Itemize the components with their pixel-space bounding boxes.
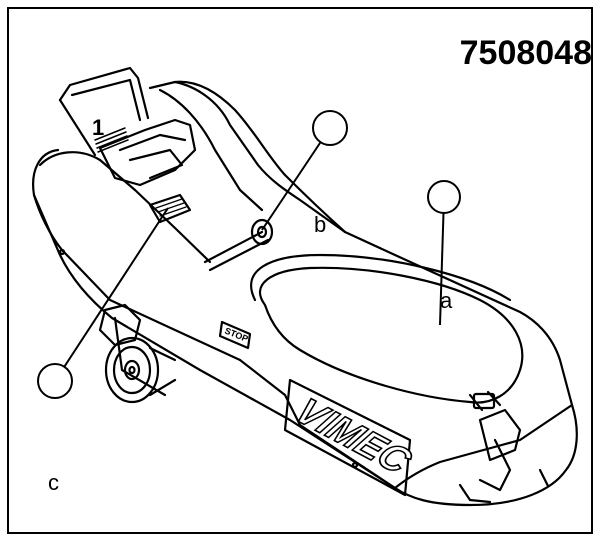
- control-pad: [148, 193, 192, 224]
- handle-frame: [58, 66, 150, 120]
- vimec-logo: VIMEC: [286, 391, 420, 482]
- stop-label: STOP: [223, 326, 249, 344]
- tray-oval: [258, 266, 524, 404]
- leader-top: [261, 127, 331, 231]
- grip-stripes: [94, 127, 129, 153]
- leader-left: [54, 207, 169, 382]
- base-body-outline: [32, 80, 578, 507]
- label-b: b: [314, 212, 327, 237]
- wheel: [104, 336, 177, 404]
- logo-plate: [283, 378, 412, 497]
- label-1: 1: [92, 115, 105, 140]
- callout-circle-right: [427, 180, 461, 214]
- callout-circle-left: [37, 363, 73, 399]
- label-a: a: [440, 288, 453, 313]
- callout-circle-top: [312, 110, 348, 146]
- part-number: 7508048: [459, 34, 592, 72]
- leader-right: [439, 196, 445, 326]
- label-c: c: [48, 470, 59, 495]
